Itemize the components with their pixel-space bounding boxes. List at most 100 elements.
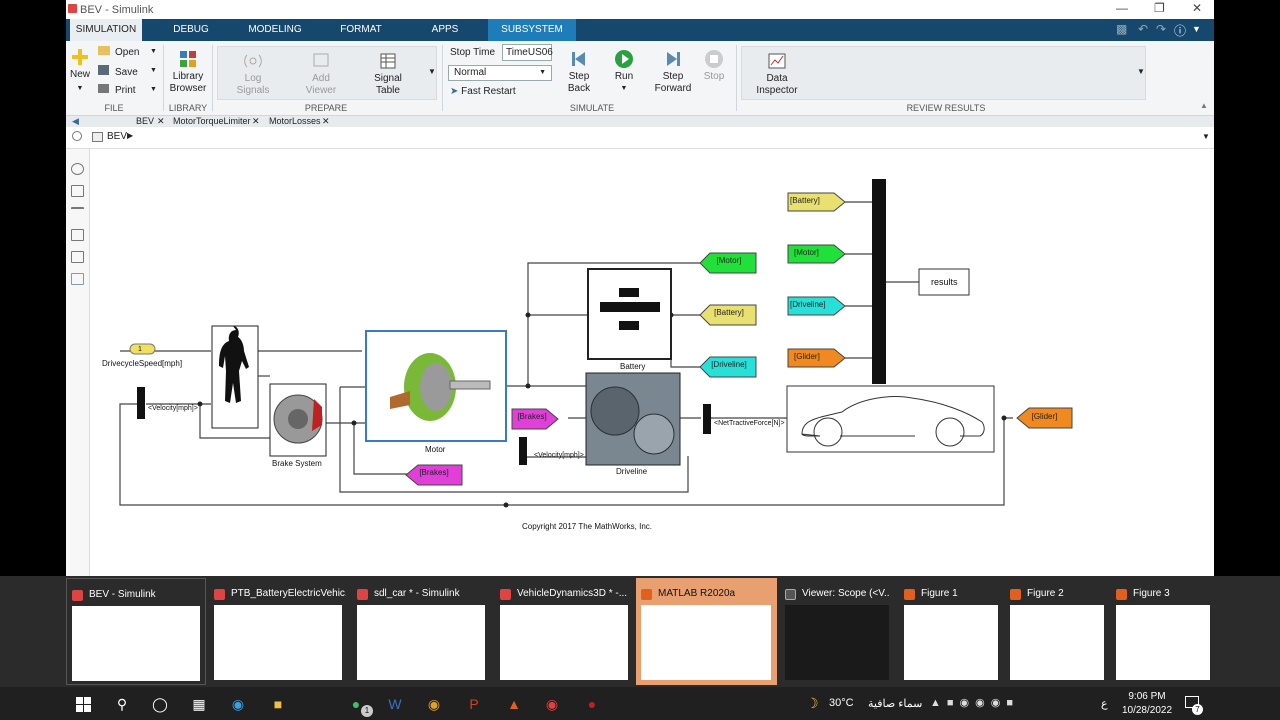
powerpoint-icon[interactable]: P — [469, 696, 479, 712]
back-arrow-icon[interactable]: ◀ — [72, 116, 79, 126]
task-view-icon[interactable]: ▦ — [192, 695, 206, 712]
new-dropdown-icon[interactable]: ▼ — [76, 85, 84, 92]
motor-goto-shape[interactable] — [699, 252, 757, 274]
run-dropdown-icon[interactable]: ▼ — [620, 85, 628, 92]
print-button[interactable]: Print▼ — [98, 84, 160, 97]
tab-format[interactable]: FORMAT — [340, 24, 382, 35]
battery-goto-shape[interactable] — [699, 304, 757, 326]
minimize-icon[interactable]: — — [1116, 1, 1128, 15]
switcher-item-figure2[interactable]: Figure 2 — [1005, 578, 1109, 685]
address-dropdown-icon[interactable]: ▼ — [1202, 132, 1210, 141]
windows-start-icon[interactable] — [73, 694, 93, 714]
tab-subsystem-block[interactable]: SUBSYSTEM BLOCK — [488, 19, 576, 57]
bus-selector-velocity[interactable] — [519, 437, 527, 465]
library-browser-button[interactable]: Library Browser — [168, 49, 208, 95]
word-icon[interactable]: W — [388, 696, 402, 712]
clock-time[interactable]: 9:06 PM — [1128, 691, 1166, 702]
results-block[interactable] — [918, 268, 970, 296]
annotation-icon[interactable] — [71, 229, 84, 241]
stop-time-input[interactable]: TimeUS06 — [502, 44, 553, 61]
app-taskbar-icon[interactable]: ● — [587, 696, 597, 712]
tab-apps[interactable]: APPS — [431, 24, 459, 35]
model-canvas[interactable]: 1 DrivecycleSpeed[mph] <Velocity[mph]> B… — [90, 149, 1214, 576]
switcher-item-figure3[interactable]: Figure 3 — [1111, 578, 1215, 685]
route-lines-icon[interactable] — [71, 207, 84, 219]
switcher-item-vehicledynamics[interactable]: VehicleDynamics3D * -... — [495, 578, 635, 685]
print-dropdown-icon[interactable]: ▼ — [150, 86, 157, 93]
fast-restart-button[interactable]: ➤ Fast Restart — [450, 86, 520, 98]
step-forward-button[interactable]: Step Forward — [653, 49, 693, 95]
clock-date[interactable]: 10/28/2022 — [1121, 705, 1173, 716]
switcher-item-sdl-car[interactable]: sdl_car * - Simulink — [352, 578, 492, 685]
run-label: Run — [614, 71, 634, 82]
review-expand-icon[interactable]: ▼ — [1137, 67, 1145, 76]
signal-table-button[interactable]: Signal Table — [366, 51, 410, 97]
brakes-goto-shape[interactable] — [405, 464, 463, 486]
open-button[interactable]: Open▼ — [98, 46, 160, 59]
model-tab-motortorquelimiter[interactable]: MotorTorqueLimiter — [173, 116, 251, 126]
switcher-item-matlab[interactable]: MATLAB R2020a — [636, 578, 777, 685]
bus-selector-velocity[interactable] — [137, 387, 145, 419]
driveline-goto-shape[interactable] — [699, 356, 757, 378]
tab-simulation[interactable]: SIMULATION — [70, 19, 142, 41]
switcher-item-figure1[interactable]: Figure 1 — [899, 578, 1003, 685]
close-icon[interactable]: ✕ — [1192, 1, 1203, 15]
help-dropdown-icon[interactable]: ▼ — [1192, 24, 1201, 34]
prepare-expand-icon[interactable]: ▼ — [428, 67, 436, 76]
undo-icon[interactable]: ↶ — [1138, 22, 1149, 36]
save-qat-icon[interactable]: ▩ — [1116, 22, 1128, 36]
switcher-item-ptb[interactable]: PTB_BatteryElectricVehic... — [209, 578, 349, 685]
glider-goto-shape[interactable] — [1016, 407, 1073, 429]
tray-icons[interactable]: ▲■◉◉◉■ — [930, 697, 1019, 709]
tab-modeling[interactable]: MODELING — [248, 24, 302, 35]
redo-icon[interactable]: ↷ — [1156, 22, 1167, 36]
open-dropdown-icon[interactable]: ▼ — [150, 48, 157, 55]
tab-close-icon[interactable]: ✕ — [322, 116, 330, 126]
breadcrumb[interactable]: BEV — [107, 131, 128, 142]
step-back-button[interactable]: Step Back — [562, 49, 596, 95]
stop-button[interactable]: Stop — [699, 49, 729, 83]
collapse-toolstrip-icon[interactable]: ▲ — [1200, 101, 1208, 110]
cortana-icon[interactable]: ◯ — [152, 695, 168, 712]
log-signals-button[interactable]: Log Signals — [231, 51, 275, 97]
run-button[interactable]: Run ▼ — [607, 49, 641, 95]
zoom-icon[interactable] — [71, 163, 84, 175]
new-button[interactable]: New ▼ — [68, 47, 92, 95]
tab-close-icon[interactable]: ✕ — [157, 116, 165, 126]
motor-from-shape[interactable] — [787, 244, 846, 264]
model-tab-bev[interactable]: BEV — [136, 116, 155, 126]
whatsapp-icon[interactable]: ● — [351, 696, 361, 712]
switcher-item-bev[interactable]: BEV - Simulink — [66, 578, 206, 685]
add-viewer-button[interactable]: Add Viewer — [299, 51, 343, 97]
hide-explorer-icon[interactable] — [72, 131, 82, 141]
matlab-taskbar-icon[interactable]: ▲ — [507, 696, 521, 712]
file-explorer-icon[interactable]: ■ — [273, 696, 283, 712]
area-icon[interactable] — [71, 273, 84, 285]
data-inspector-button[interactable]: Data Inspector — [754, 51, 800, 97]
restore-icon[interactable]: ❐ — [1154, 1, 1165, 15]
tab-close-icon[interactable]: ✕ — [252, 116, 260, 126]
simulation-mode-select[interactable]: Normal▼ — [448, 65, 552, 81]
chrome-icon[interactable]: ◉ — [427, 695, 441, 712]
edge-icon[interactable]: ◉ — [231, 695, 245, 712]
language-indicator[interactable]: ع — [1101, 698, 1108, 710]
brakes-from-shape[interactable] — [511, 408, 559, 430]
model-tab-motorlosses[interactable]: MotorLosses — [269, 116, 321, 126]
glider-from-shape[interactable] — [787, 348, 846, 368]
bus-selector-force[interactable] — [703, 404, 711, 434]
simulink-icon — [72, 590, 83, 601]
save-dropdown-icon[interactable]: ▼ — [150, 67, 157, 74]
fit-view-icon[interactable] — [71, 185, 84, 197]
image-icon[interactable] — [71, 251, 84, 263]
help-icon[interactable]: ⓘ — [1174, 24, 1187, 38]
battery-block[interactable] — [587, 268, 672, 360]
battery-from-shape[interactable] — [787, 192, 846, 212]
save-button[interactable]: Save▼ — [98, 65, 160, 79]
bus-creator-block[interactable] — [872, 179, 886, 384]
driveline-from-shape[interactable] — [787, 296, 846, 316]
switcher-item-scope[interactable]: Viewer: Scope (<V... — [780, 578, 894, 685]
inport-block[interactable] — [129, 343, 156, 355]
search-icon[interactable]: ⚲ — [116, 695, 128, 712]
simulink-taskbar-icon[interactable]: ◉ — [545, 695, 559, 712]
tab-debug[interactable]: DEBUG — [173, 24, 209, 35]
